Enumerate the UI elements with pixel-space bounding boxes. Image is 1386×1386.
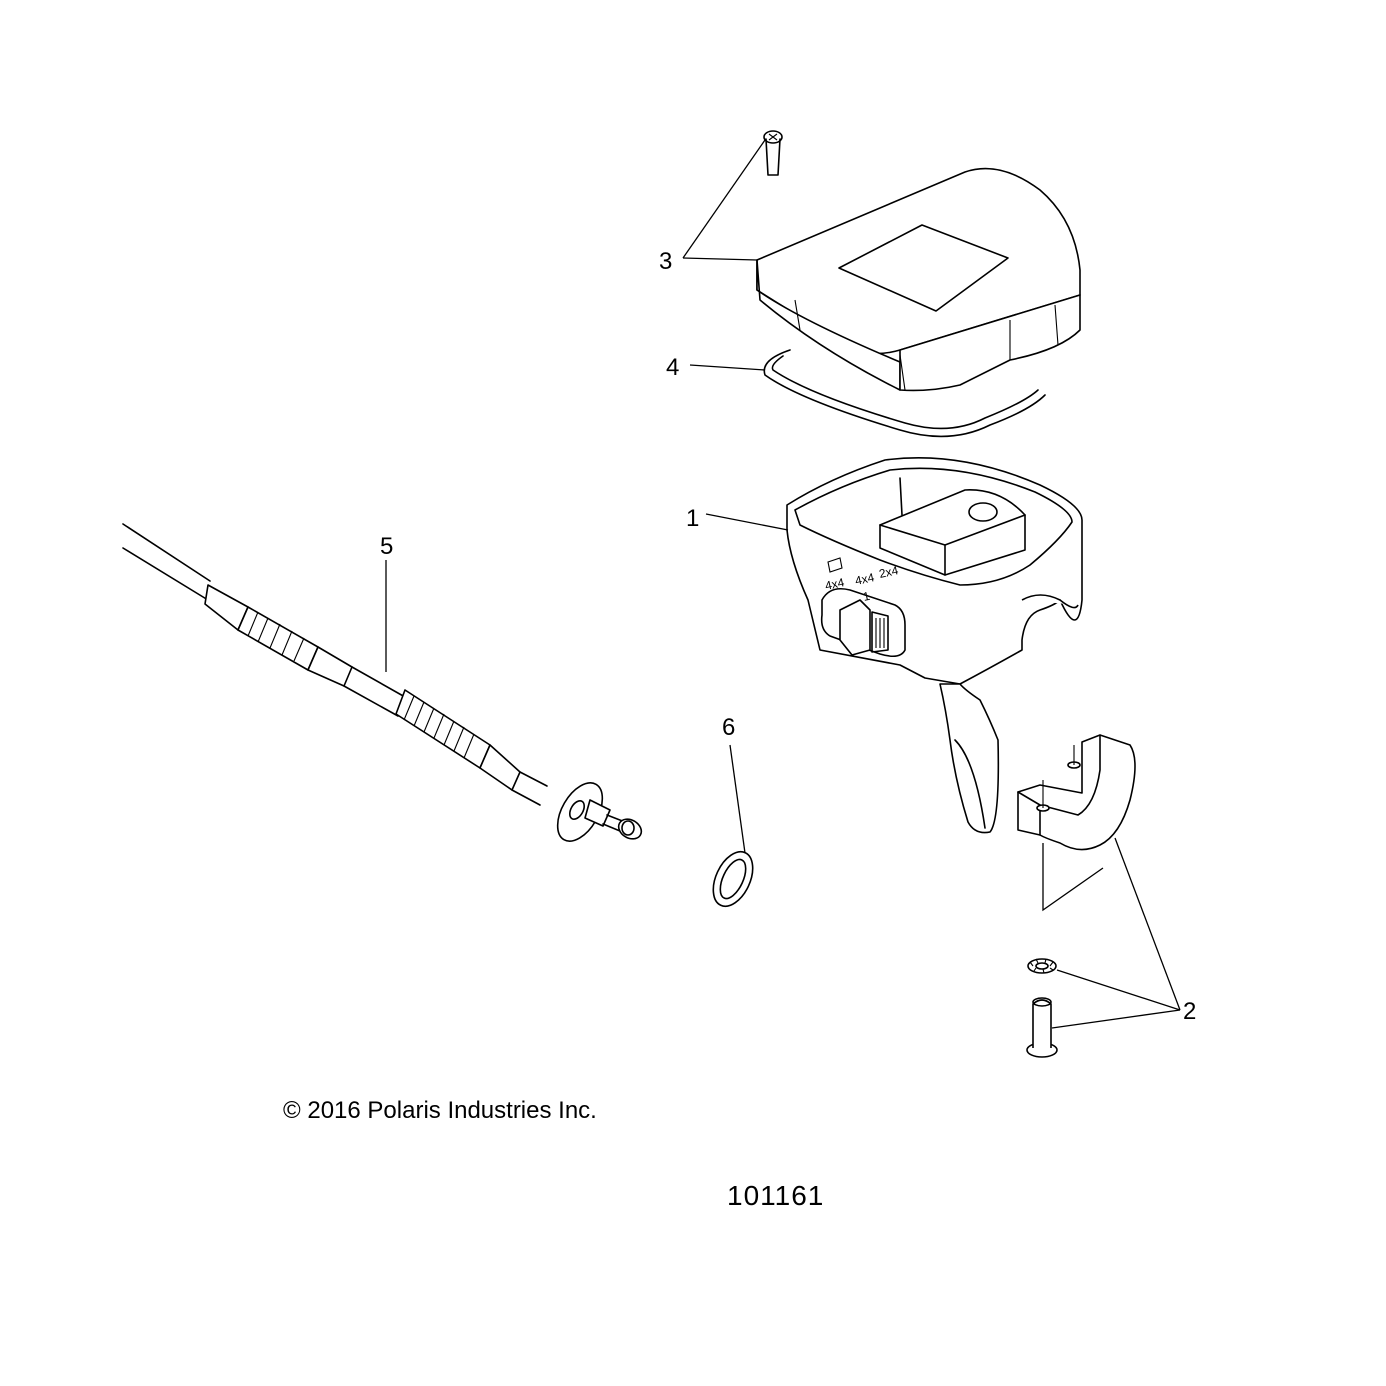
callout-2: 2	[1183, 998, 1196, 1025]
callout-5: 5	[380, 533, 393, 560]
callout-6: 6	[722, 714, 735, 741]
callout-1: 1	[686, 505, 699, 532]
clamp	[1017, 734, 1136, 851]
leader-lines	[385, 139, 1181, 1029]
switch-housing: 4x4 4x4 1 2x4	[786, 456, 1083, 834]
clamp-bolt	[1026, 997, 1058, 1058]
o-ring	[712, 850, 754, 908]
throttle-cable	[122, 523, 643, 842]
gasket	[763, 349, 1046, 438]
diagram-id: 101161	[727, 1180, 825, 1211]
copyright-notice: © 2016 Polaris Industries Inc.	[283, 1097, 597, 1124]
callout-3: 3	[659, 248, 672, 275]
mode-label-b: 4x4	[854, 570, 876, 588]
mode-label-c: 2x4	[878, 563, 900, 581]
lock-washer	[1027, 958, 1057, 974]
cover	[756, 167, 1081, 392]
cover-screw	[763, 130, 783, 176]
mode-label-a: 4x4	[824, 575, 846, 593]
mode-label-b-sub: 1	[862, 589, 872, 604]
mode-icon	[827, 557, 843, 573]
callout-4: 4	[666, 354, 679, 381]
